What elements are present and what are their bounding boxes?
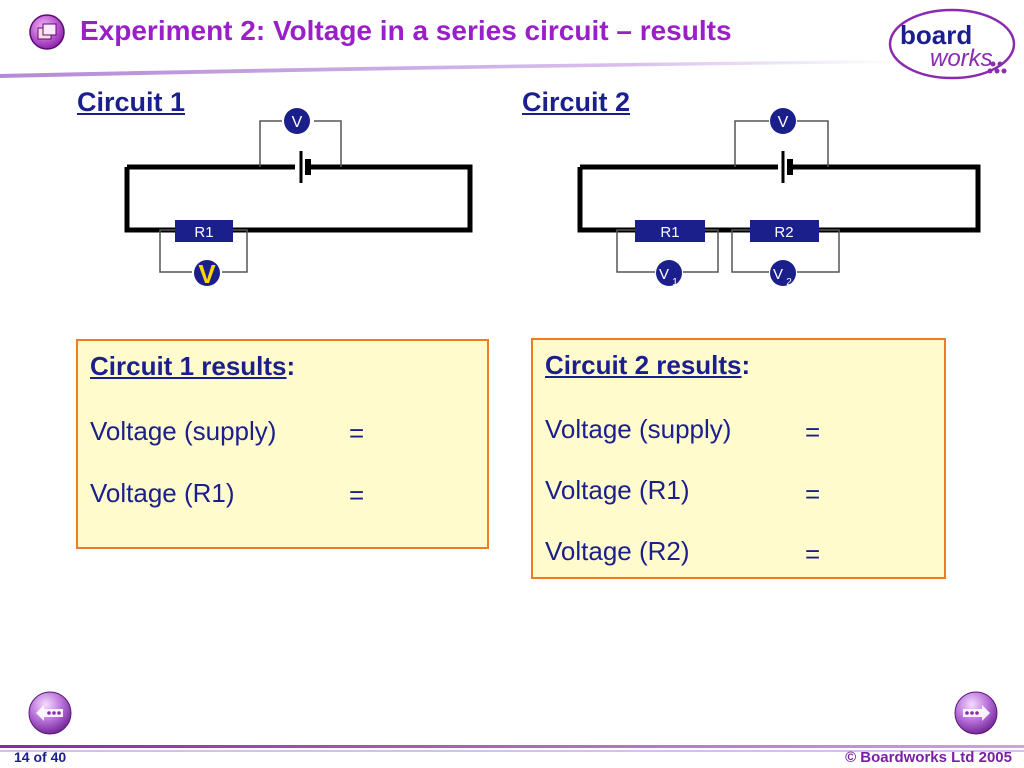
svg-text:board: board [900,20,972,50]
svg-text:V: V [659,266,669,283]
circuit1-results-box: Circuit 1 results: Voltage (supply) = Vo… [76,339,489,549]
circuit2-heading: Circuit 2 [522,87,631,117]
next-button[interactable] [953,690,999,736]
voltmeter-v2: V 2 [770,260,796,288]
result-label: Voltage (R1) [90,478,235,508]
svg-text:V: V [198,259,216,289]
app-icon [29,14,65,50]
cell-icon [299,151,311,183]
svg-text:works: works [930,45,993,72]
svg-text:R1: R1 [660,224,679,241]
next-arrow-icon [963,705,990,721]
title-underline [0,60,900,78]
resistor-r2: R2 [750,220,819,242]
page-counter: 14 of 40 [14,749,67,765]
cell-icon [781,151,793,183]
result-equals: = [805,479,821,509]
result-label: Voltage (R2) [545,536,690,566]
svg-text:R1: R1 [194,224,213,241]
copyright: © Boardworks Ltd 2005 [845,749,1012,766]
results-heading: Circuit 2 results: [545,350,751,380]
circuit2-results-box: Circuit 2 results: Voltage (supply) = Vo… [531,338,946,579]
svg-text:V: V [773,266,783,283]
supply-voltmeter: V [284,108,310,134]
circuit1-heading: Circuit 1 [77,87,186,117]
voltmeter-v1: V 1 [656,260,682,288]
result-equals: = [805,417,821,447]
page-title: Experiment 2: Voltage in a series circui… [80,15,732,46]
r1-voltmeter: V [194,259,220,289]
prev-button[interactable] [27,690,73,736]
svg-text:R2: R2 [774,224,793,241]
result-equals: = [805,539,821,569]
footer-rule [0,745,1024,752]
result-label: Voltage (supply) [90,416,277,446]
result-label: Voltage (supply) [545,414,732,444]
circuit1-diagram: V R1 V [124,108,473,289]
boardworks-logo: board works [888,8,1016,80]
result-label: Voltage (R1) [545,475,690,505]
results-heading: Circuit 1 results: [90,351,296,381]
resistor-r1: R1 [175,220,233,242]
result-equals: = [349,480,365,510]
svg-text:2: 2 [786,277,792,288]
resistor-r1: R1 [635,220,705,242]
result-equals: = [349,418,365,448]
supply-voltmeter: V [770,108,796,134]
svg-text:1: 1 [672,277,678,288]
svg-text:V: V [292,114,303,131]
circuit2-diagram: V R1 R2 V 1 V 2 [577,108,981,288]
svg-text:V: V [778,114,789,131]
prev-arrow-icon [36,705,63,721]
